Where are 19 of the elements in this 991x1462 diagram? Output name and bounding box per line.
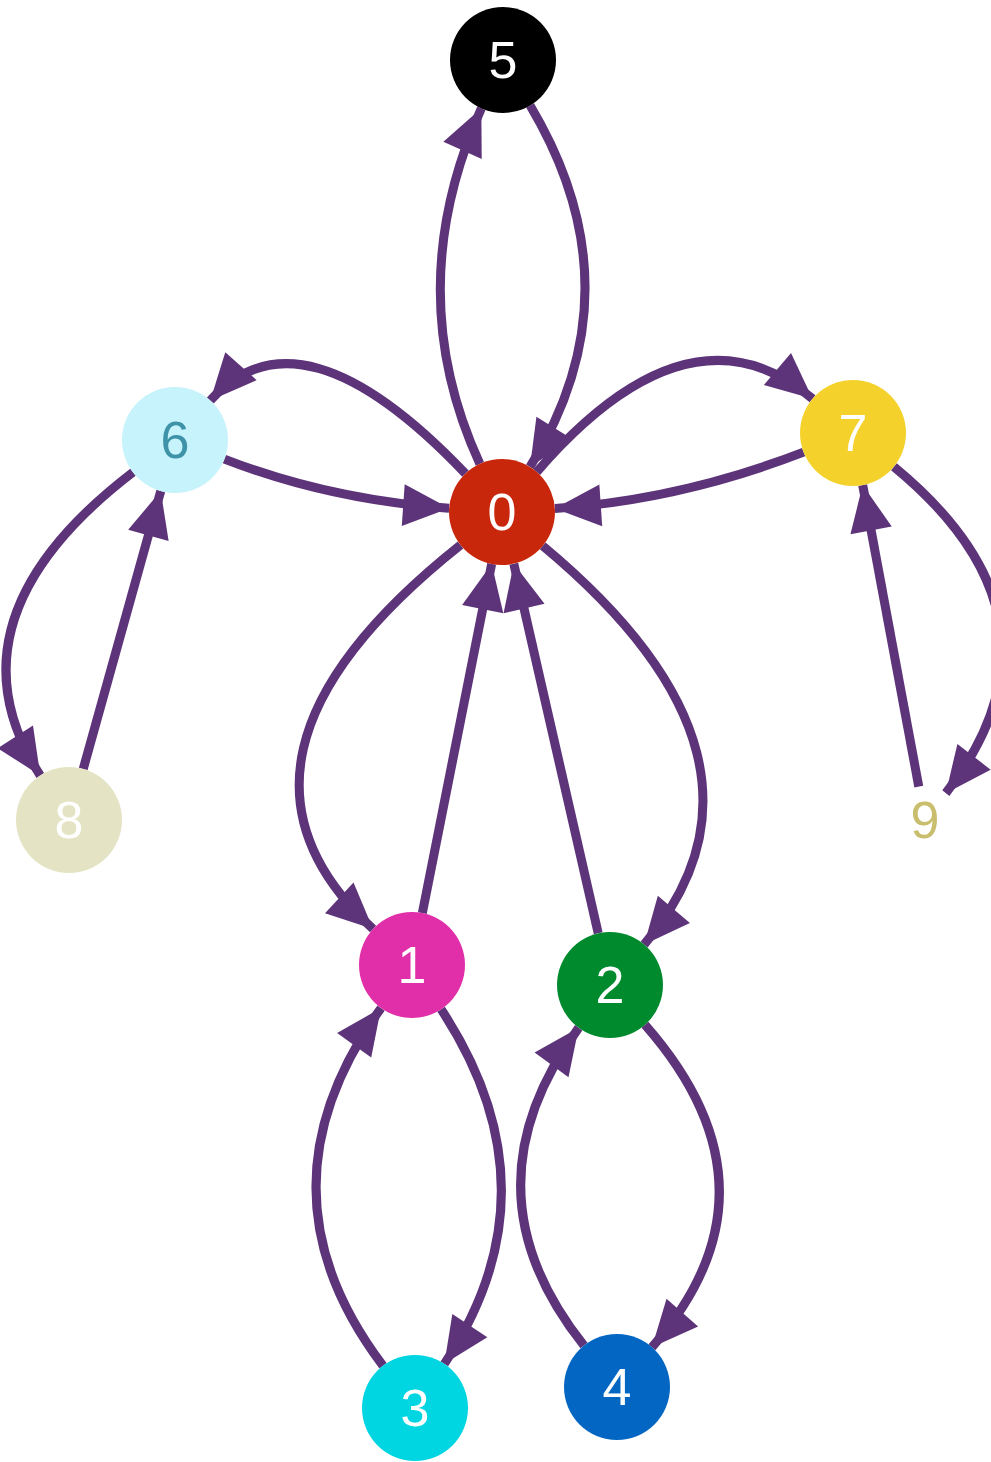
arrow [294, 541, 464, 933]
node-label: 9 [891, 786, 959, 854]
arrow [435, 106, 486, 466]
arrow [207, 353, 469, 477]
arrow [503, 562, 603, 935]
arrow [533, 354, 816, 475]
arrow [539, 542, 707, 948]
arrow [850, 484, 924, 788]
arrow [437, 1006, 506, 1367]
arrow [222, 454, 450, 526]
arrow [516, 1025, 588, 1349]
arrow [417, 563, 504, 914]
arrow [526, 103, 590, 470]
arrow [0, 468, 136, 778]
arrow [890, 463, 991, 796]
arrow [311, 1005, 387, 1369]
arrow [641, 1022, 724, 1350]
arrow [554, 447, 806, 526]
arrow [78, 489, 169, 771]
